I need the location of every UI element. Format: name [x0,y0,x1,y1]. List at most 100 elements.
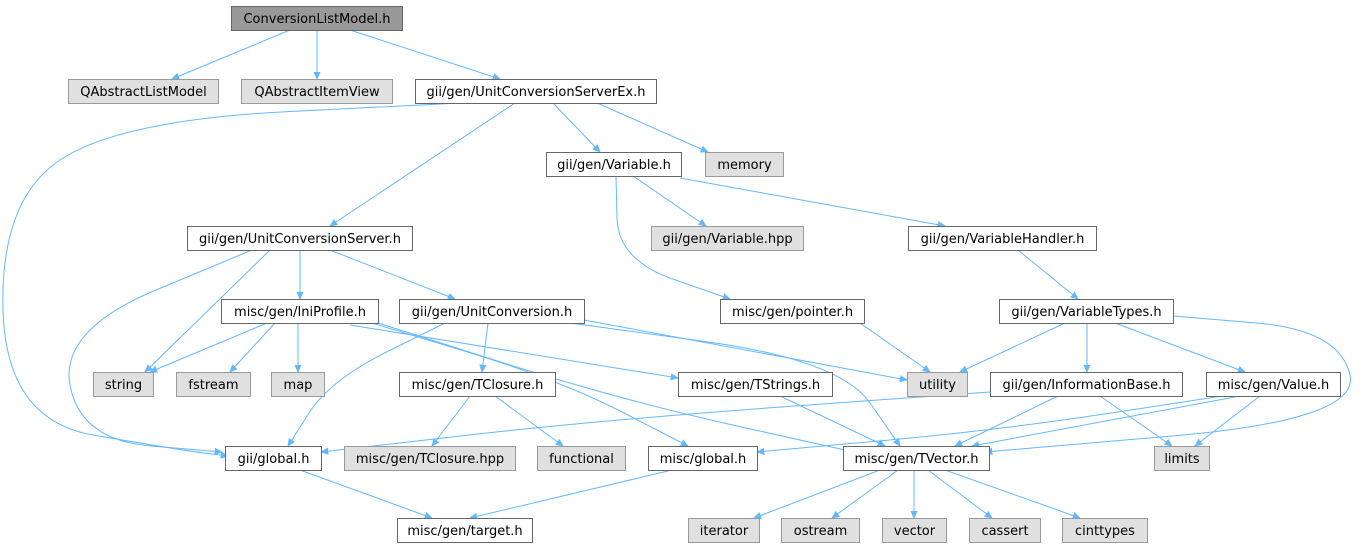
edge-misc-gen-iniprofile-h-to-fstream [230,322,276,372]
edge-gii-gen-unitconversionserverex-h-to-gii-gen-unitconversionserver-h [330,102,516,226]
edge-gii-gen-unitconversionserver-h-to-gii-gen-unitconversion-h [329,249,455,299]
edge-misc-gen-tstrings-h-to-misc-gen-tvector-h [779,395,885,447]
edge-misc-gen-value-h-to-misc-gen-tvector-h [972,395,1241,446]
node-gii-gen-unitconversionserver-h[interactable]: gii/gen/UnitConversionServer.h [187,226,413,251]
node-iterator: iterator [688,518,760,543]
node-misc-gen-iniprofile-h[interactable]: misc/gen/IniProfile.h [221,299,379,324]
node-box [999,299,1174,324]
node-vector: vector [882,518,947,543]
node-string: string [93,372,154,397]
node-misc-gen-tstrings-h[interactable]: misc/gen/TStrings.h [678,372,833,397]
node-label: misc/global.h [660,452,747,467]
edge-misc-gen-tclosure-h-to-functional [494,395,563,446]
edge-misc-gen-iniprofile-h-to-string [150,322,268,372]
node-label: functional [549,452,614,467]
node-label: gii/gen/UnitConversion.h [412,305,572,320]
node-label: misc/gen/pointer.h [732,305,853,320]
edge-misc-gen-iniprofile-h-to-misc-gen-tstrings-h [349,324,678,378]
edge-misc-gen-tclosure-h-to-misc-gen-tclosure-hpp [432,395,471,446]
node-box [908,226,1097,251]
node-box [397,518,533,543]
node-box [648,446,758,471]
node-label: misc/gen/TClosure.h [412,378,544,393]
edge-misc-gen-value-h-to-misc-global-h [757,395,1223,452]
edge-misc-gen-tvector-h-to-cassert [927,469,992,518]
node-box [1062,518,1148,543]
node-box [399,372,556,397]
node-gii-gen-unitconversion-h[interactable]: gii/gen/UnitConversion.h [399,299,585,324]
node-conversionlistmodel-h[interactable]: ConversionListModel.h [231,6,403,31]
node-box [907,372,968,397]
node-box [969,518,1041,543]
node-label: gii/gen/InformationBase.h [1002,378,1170,393]
node-box [176,372,251,397]
edge-misc-gen-value-h-to-limits [1195,395,1261,446]
node-label: cinttypes [1075,524,1135,539]
node-box [344,446,516,471]
node-qabstractitemview: QAbstractItemView [241,79,393,104]
node-gii-gen-informationbase-h[interactable]: gii/gen/InformationBase.h [990,372,1183,397]
node-misc-gen-tclosure-hpp: misc/gen/TClosure.hpp [344,446,516,471]
node-gii-gen-variabletypes-h[interactable]: gii/gen/VariableTypes.h [999,299,1174,324]
node-qabstractlistmodel: QAbstractListModel [68,79,219,104]
node-box [415,79,657,104]
node-label: cassert [981,524,1028,539]
node-map: map [271,372,325,397]
node-label: gii/gen/Variable.h [557,158,671,173]
edge-gii-gen-unitconversion-h-to-misc-gen-tvector-h [569,322,900,446]
node-label: map [284,378,313,393]
edge-gii-gen-unitconversionserverex-h-to-gii-gen-variable-h [552,102,600,152]
edge-gii-gen-informationbase-h-to-misc-gen-tvector-h [955,395,1059,447]
edge-gii-gen-variable-h-to-gii-gen-variablehandler-h [679,177,945,226]
node-misc-global-h[interactable]: misc/global.h [648,446,758,471]
node-label: gii/gen/VariableTypes.h [1011,305,1161,320]
node-utility: utility [907,372,968,397]
node-label: misc/gen/target.h [407,524,522,539]
node-gii-gen-variablehandler-h[interactable]: gii/gen/VariableHandler.h [908,226,1097,251]
node-label: vector [894,524,936,539]
node-memory: memory [705,152,784,177]
node-functional: functional [537,446,626,471]
edge-misc-gen-pointer-h-to-utility [859,322,930,372]
node-box [688,518,760,543]
node-box [93,372,154,397]
node-label: QAbstractListModel [80,85,207,100]
node-label: memory [717,158,772,173]
node-label: gii/gen/UnitConversionServer.h [199,232,401,247]
node-box [68,79,219,104]
edge-misc-gen-tvector-h-to-iterator [754,469,881,518]
node-cassert: cassert [969,518,1041,543]
edge-gii-gen-unitconversionserver-h-to-string [145,249,271,372]
edge-misc-global-h-to-misc-gen-target-h [470,469,673,518]
node-misc-gen-target-h[interactable]: misc/gen/target.h [397,518,533,543]
node-box [678,372,833,397]
node-label: misc/gen/Value.h [1218,378,1330,393]
edge-gii-gen-unitconversion-h-to-utility [583,319,907,380]
node-misc-gen-pointer-h[interactable]: misc/gen/pointer.h [720,299,865,324]
node-cinttypes: cinttypes [1062,518,1148,543]
edge-gii-gen-unitconversionserver-h-to-gii-global-h [68,249,253,452]
node-box [1154,446,1210,471]
node-box [651,226,804,251]
node-label: limits [1164,452,1200,467]
node-gii-gen-unitconversionserverex-h[interactable]: gii/gen/UnitConversionServerEx.h [415,79,657,104]
node-label: ConversionListModel.h [243,12,390,27]
node-gii-gen-variable-h[interactable]: gii/gen/Variable.h [546,152,682,177]
node-box [843,446,990,471]
node-box [271,372,325,397]
edge-misc-gen-tvector-h-to-cinttypes [944,469,1080,518]
node-label: string [105,378,142,393]
node-label: iterator [700,524,749,539]
edge-gii-gen-variablehandler-h-to-gii-gen-variabletypes-h [1017,249,1078,299]
node-misc-gen-tclosure-h[interactable]: misc/gen/TClosure.h [399,372,556,397]
node-label: gii/gen/Variable.hpp [662,232,792,247]
node-misc-gen-value-h[interactable]: misc/gen/Value.h [1206,372,1341,397]
node-gii-global-h[interactable]: gii/global.h [225,446,322,471]
node-label: misc/gen/TVector.h [855,452,979,467]
node-misc-gen-tvector-h[interactable]: misc/gen/TVector.h [843,446,990,471]
node-box [720,299,865,324]
edge-gii-gen-variabletypes-h-to-misc-gen-value-h [1114,322,1245,372]
node-box [399,299,585,324]
edges-layer [2,29,1351,518]
